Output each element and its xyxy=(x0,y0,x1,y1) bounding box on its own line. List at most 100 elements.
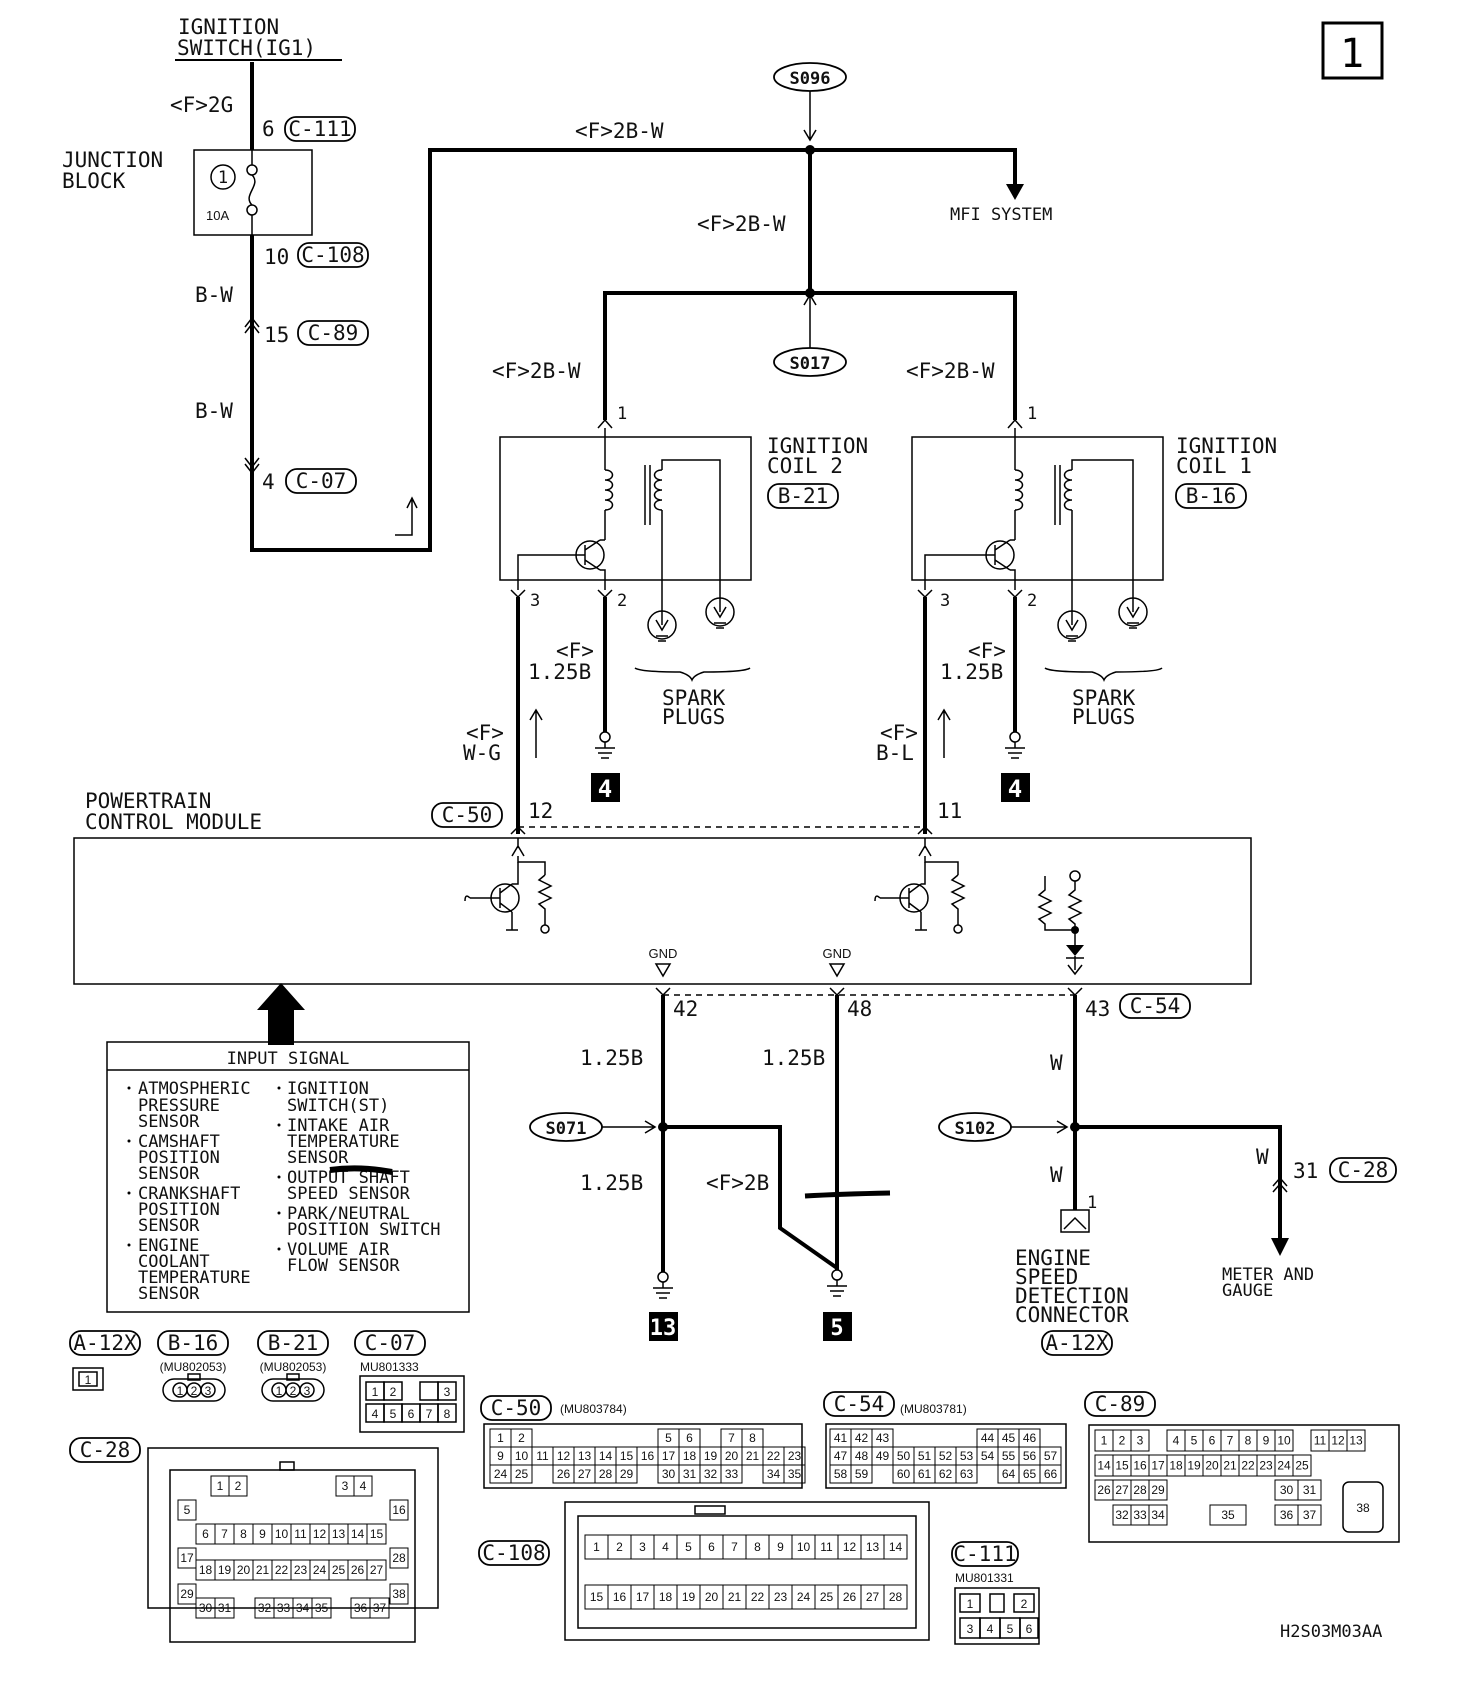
svg-text:3: 3 xyxy=(967,1622,974,1636)
esdc-label: ENGINE SPEED DETECTION CONNECTOR A-12X xyxy=(1015,1246,1129,1356)
connector-pin xyxy=(353,1475,373,1497)
svg-text:POSITION: POSITION xyxy=(138,1148,220,1168)
svg-text:ENGINE: ENGINE xyxy=(138,1236,199,1256)
connector-pin xyxy=(228,1475,248,1497)
svg-text:IGNITION: IGNITION xyxy=(1176,434,1277,458)
connector-pin-number: 22 xyxy=(767,1449,781,1463)
connector-pin-number: 35 xyxy=(315,1601,329,1615)
connector-pin-number: 37 xyxy=(373,1601,387,1615)
svg-text:B-W: B-W xyxy=(195,283,233,307)
connector-pin xyxy=(1148,1479,1168,1501)
connector-pin-number: 9 xyxy=(777,1540,784,1554)
connector-pin xyxy=(389,1547,409,1569)
connector-pin xyxy=(1274,1429,1294,1452)
svg-text:1.25B: 1.25B xyxy=(580,1046,643,1070)
svg-text:SPARK: SPARK xyxy=(1072,686,1136,710)
connector-pin xyxy=(1148,1504,1168,1526)
connector-pin xyxy=(883,1584,908,1610)
svg-text:PLUGS: PLUGS xyxy=(662,705,725,729)
svg-text:COOLANT: COOLANT xyxy=(138,1252,210,1272)
connector-pin xyxy=(883,1534,908,1560)
connector-pin-number: 17 xyxy=(662,1449,676,1463)
connector-pin-number: 35 xyxy=(788,1467,802,1481)
connector-pin-number: 32 xyxy=(704,1467,718,1481)
connector-pin-number: 4 xyxy=(662,1540,669,1554)
svg-text:JUNCTION: JUNCTION xyxy=(62,148,163,172)
svg-text:2: 2 xyxy=(290,1384,297,1398)
connector-pin-number: 33 xyxy=(1133,1508,1147,1522)
svg-text:8: 8 xyxy=(444,1407,451,1421)
svg-text:43: 43 xyxy=(1085,997,1110,1021)
connector-pin-number: 23 xyxy=(788,1449,802,1463)
connector-pin-number: 20 xyxy=(1205,1459,1219,1473)
svg-text:3: 3 xyxy=(940,591,950,611)
connector-pin-number: 8 xyxy=(749,1431,756,1445)
junction-block: JUNCTION BLOCK 1 10A xyxy=(62,148,313,236)
wire-label-f2g: <F>2G xyxy=(170,93,233,117)
connector-pin-number: 12 xyxy=(1331,1434,1345,1448)
connector-pin-number: 18 xyxy=(659,1590,673,1604)
svg-text:C-54: C-54 xyxy=(1130,994,1181,1018)
connector-pin-number: 2 xyxy=(235,1479,242,1493)
page-number-box: 1 xyxy=(1321,21,1384,80)
diagram-code: H2S03M03AA xyxy=(1280,1622,1382,1642)
svg-text:2: 2 xyxy=(390,1385,397,1399)
connector-pin-number: 9 xyxy=(497,1449,504,1463)
svg-text:PRESSURE: PRESSURE xyxy=(138,1096,220,1116)
connector-pin-number: 1 xyxy=(1101,1434,1108,1448)
svg-text:31: 31 xyxy=(1293,1159,1318,1183)
svg-text:6: 6 xyxy=(262,117,275,141)
connector-pin-number: 19 xyxy=(1187,1459,1201,1473)
svg-text:<F>: <F> xyxy=(880,721,918,745)
connector-pin-number: 8 xyxy=(240,1527,247,1541)
ground-icon xyxy=(653,1271,673,1299)
svg-text:FLOW SENSOR: FLOW SENSOR xyxy=(287,1256,400,1276)
connector-view-b16: B-16 (MU802053) 1 2 3 xyxy=(157,1330,229,1402)
connector-pin-number: 7 xyxy=(221,1527,228,1541)
svg-text:A-12X: A-12X xyxy=(73,1331,137,1355)
connector-pin xyxy=(389,1583,409,1605)
connector-pin-number: 36 xyxy=(354,1601,368,1615)
connector-pin-number: 54 xyxy=(981,1449,995,1463)
connector-pin-number: 6 xyxy=(686,1431,693,1445)
connector-pin-number: 29 xyxy=(620,1467,634,1481)
svg-text:7: 7 xyxy=(426,1407,433,1421)
connector-pin-number: 18 xyxy=(1169,1459,1183,1473)
connector-pin xyxy=(1297,1479,1322,1501)
svg-text:B-16: B-16 xyxy=(168,1331,219,1355)
connector-tag-c108: C-108 xyxy=(297,242,369,268)
connector-pin-number: 43 xyxy=(876,1431,890,1445)
connector-pin-number: 17 xyxy=(180,1551,194,1565)
svg-text:GND: GND xyxy=(823,946,852,961)
connector-pin-number: 25 xyxy=(332,1563,346,1577)
connector-pin-number: 5 xyxy=(1191,1434,1198,1448)
svg-text:12: 12 xyxy=(528,799,553,823)
svg-text:B-21: B-21 xyxy=(268,1331,319,1355)
svg-text:(MU802053): (MU802053) xyxy=(260,1360,327,1374)
connector-pin-number: 32 xyxy=(1115,1508,1129,1522)
svg-text:11: 11 xyxy=(937,799,962,823)
connector-pin-number: 27 xyxy=(866,1590,880,1604)
input-signal-right-col: IGNITION SWITCH(ST) INTAKE AIR TEMPERATU… xyxy=(277,1079,441,1276)
ground-point-13: 13 xyxy=(649,1312,678,1341)
connector-pin xyxy=(369,1597,390,1619)
connector-pin-number: 26 xyxy=(1097,1483,1111,1497)
svg-text:C-54: C-54 xyxy=(834,1392,885,1416)
connector-pin-number: 13 xyxy=(866,1540,880,1554)
svg-text:13: 13 xyxy=(650,1316,677,1341)
pcm-driver-right-icon xyxy=(874,838,966,934)
connector-pin-number: 33 xyxy=(277,1601,291,1615)
ground-point-5: 5 xyxy=(823,1312,852,1341)
connector-pin-number: 11 xyxy=(820,1540,833,1554)
svg-text:W-G: W-G xyxy=(463,741,501,765)
svg-text:CONNECTOR: CONNECTOR xyxy=(1015,1303,1129,1327)
svg-text:IGNITION: IGNITION xyxy=(287,1079,369,1099)
connector-pin-number: 22 xyxy=(751,1590,765,1604)
connector-pin xyxy=(1292,1454,1312,1477)
connector-pin-number: 11 xyxy=(294,1527,307,1541)
connector-pin-number: 13 xyxy=(1349,1434,1363,1448)
connector-pin-number: 21 xyxy=(1223,1459,1237,1473)
